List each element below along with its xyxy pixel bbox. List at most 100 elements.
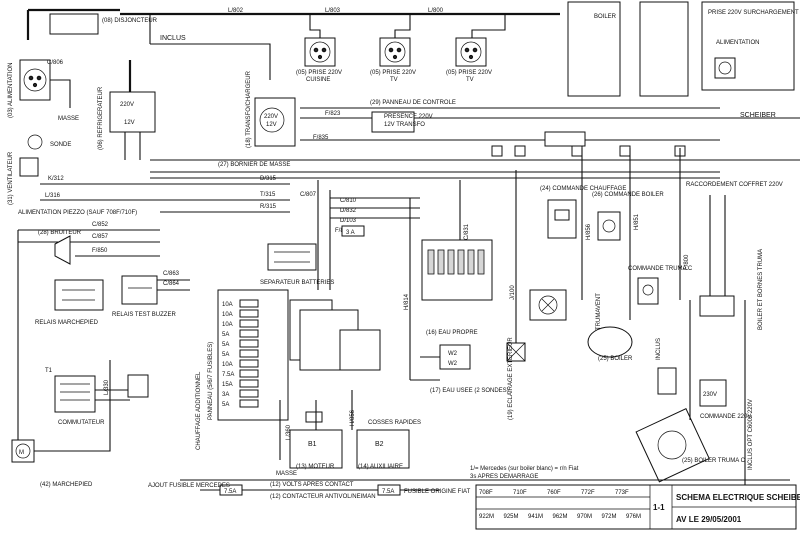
battery-b2-label: B2 bbox=[375, 441, 384, 448]
legend-tables bbox=[567, 1, 795, 97]
commande-boiler bbox=[597, 211, 621, 241]
transfo-label: (18) TRANSFO/CHARGEUR bbox=[246, 70, 252, 148]
outlet-tv2-line2: TV bbox=[466, 77, 474, 83]
model-code: 976M bbox=[626, 514, 641, 520]
outlet-tv-2: (05) PRISE 220V TV bbox=[446, 37, 492, 83]
wire-k312: K/312 bbox=[48, 176, 64, 182]
svg-text:12V: 12V bbox=[124, 120, 135, 126]
wire-d315: D/315 bbox=[260, 176, 277, 182]
fuse-cell bbox=[239, 309, 259, 318]
refrigerateur-label: (06) REFRIGERATEUR bbox=[98, 86, 104, 150]
ventilateur-icon bbox=[19, 157, 39, 177]
fuse-bottom-1 bbox=[219, 484, 243, 496]
wire-j100: J/100 bbox=[510, 285, 516, 300]
eclairage-label: (19) ECLAIRAGE EXTERIEUR bbox=[508, 337, 514, 420]
wire-f800: H/856 bbox=[350, 409, 356, 426]
wire-l803: L/803 bbox=[325, 8, 341, 14]
transfo-12v-label: 12V TRANSFO bbox=[384, 122, 425, 128]
commande-boiler-label: (26) COMMANDE BOILER bbox=[592, 192, 664, 198]
svg-text:M: M bbox=[19, 450, 24, 456]
boiler-truma: (25) BOILER TRUMA C bbox=[635, 408, 746, 483]
eau-usee-label: (17) EAU USEE (2 SONDES) bbox=[430, 388, 509, 394]
fuse-bottom-2-label: 7.5A bbox=[382, 489, 394, 495]
model-code: 970M bbox=[577, 514, 592, 520]
relay-group bbox=[267, 243, 317, 271]
fuse-cell bbox=[239, 399, 259, 408]
contacteur-label: (12) CONTACTEUR ANTIVOL/NEIMAN bbox=[270, 494, 376, 500]
presence-label: PRESENCE 220V bbox=[384, 114, 433, 120]
outlet-tv-1: (05) PRISE 220V TV bbox=[370, 37, 416, 83]
wire-l330: H/851 bbox=[634, 213, 640, 230]
battery-b1-moteur: (13) MOTEUR bbox=[296, 464, 335, 470]
mercedes-note-label: 1/= Mercedes (sur boiler blanc) = r/n Fi… bbox=[470, 466, 579, 472]
ventilateur-label: (31) VENTILATEUR bbox=[8, 151, 14, 205]
chauffage-label: CHAUFFAGE ADDITIONNEL bbox=[196, 371, 202, 450]
eau-level-bar bbox=[437, 249, 445, 275]
model-code: 708F bbox=[479, 490, 493, 496]
wire-l802: L/802 bbox=[228, 8, 244, 14]
model-code: 922M bbox=[479, 514, 494, 520]
ground-bus-label: (27) BORNIER DE MASSE bbox=[218, 162, 290, 168]
fuse-rating: 10A bbox=[222, 302, 233, 308]
relais-test-buzzer bbox=[121, 275, 158, 305]
wire-c857: C/857 bbox=[92, 234, 109, 240]
commande-truma bbox=[637, 277, 659, 305]
wire-l316: L/316 bbox=[45, 193, 61, 199]
battery-b2: B2 (14) AUXILIAIRE bbox=[356, 429, 410, 470]
wire-c831: C/831 bbox=[464, 223, 470, 240]
truma-vent-label: TRUMAVENT bbox=[596, 293, 602, 330]
fuse-cell bbox=[239, 359, 259, 368]
model-code: 972M bbox=[602, 514, 617, 520]
fuse-cell bbox=[239, 379, 259, 388]
transfo-chargeur-box bbox=[254, 97, 296, 147]
resistor-area bbox=[299, 309, 381, 371]
fuse-rating: 5A bbox=[222, 352, 229, 358]
wire-l360: F/800 bbox=[684, 254, 690, 270]
alimentation-right-label: ALIMENTATION bbox=[716, 40, 759, 46]
fuse-bottom-2 bbox=[377, 484, 401, 496]
outlet-cuisine: (05) PRISE 220V CUISINE bbox=[296, 37, 342, 83]
marchepied-label: (42) MARCHEPIED bbox=[40, 482, 93, 488]
boiler-tank bbox=[587, 326, 633, 358]
fuse-rating: 5A bbox=[222, 402, 229, 408]
outlet-cuisine-line1: (05) PRISE 220V bbox=[296, 70, 342, 76]
wire-c864: C/864 bbox=[163, 281, 180, 287]
fuse-rating: 5A bbox=[222, 342, 229, 348]
wire-f850: F/850 bbox=[92, 248, 108, 254]
model-code: 772F bbox=[581, 490, 595, 496]
brand-label: SCHEIBER bbox=[740, 112, 776, 119]
fuse-rating: 5A bbox=[222, 332, 229, 338]
svg-text:T1: T1 bbox=[45, 368, 53, 374]
fuse-rating: 7.5A bbox=[222, 372, 234, 378]
model-code: 773F bbox=[615, 490, 629, 496]
wire-h856: L/330 bbox=[104, 379, 110, 395]
fuse-50a bbox=[305, 411, 323, 423]
eau-level-bar bbox=[477, 249, 485, 275]
sonde-label: SONDE bbox=[50, 142, 71, 148]
opt-note-label: INCLUS OPT C6002 220V bbox=[748, 399, 754, 470]
elec-vanne bbox=[657, 367, 677, 395]
svg-text:220V: 220V bbox=[264, 114, 278, 120]
fuse-cell bbox=[239, 329, 259, 338]
eau-level-bar bbox=[457, 249, 465, 275]
outlet-tv1-line1: (05) PRISE 220V bbox=[370, 70, 416, 76]
relais-marchepied bbox=[54, 279, 104, 311]
battery-b1: B1 (13) MOTEUR bbox=[289, 429, 343, 470]
relais-test-buzzer-label: RELAIS TEST BUZZER bbox=[112, 312, 176, 318]
truma-vent-fan bbox=[529, 289, 567, 321]
eau-usee-sensor bbox=[439, 344, 471, 370]
outlet-cuisine-line2: CUISINE bbox=[306, 77, 330, 83]
wire-h814: H/814 bbox=[404, 293, 410, 310]
prise-right-label: PRISE 220V SURCHARGEMENT bbox=[708, 10, 799, 16]
switch-icon bbox=[127, 374, 149, 398]
eau-level-bar bbox=[467, 249, 475, 275]
fuse-bottom-1-label: 7.5A bbox=[224, 489, 236, 495]
sonde-icon bbox=[27, 134, 43, 150]
wire-r315: R/315 bbox=[260, 204, 277, 210]
alimentation-label: (03) ALIMENTATION bbox=[8, 63, 14, 118]
boiler-label: (25) BOILER bbox=[598, 356, 633, 362]
